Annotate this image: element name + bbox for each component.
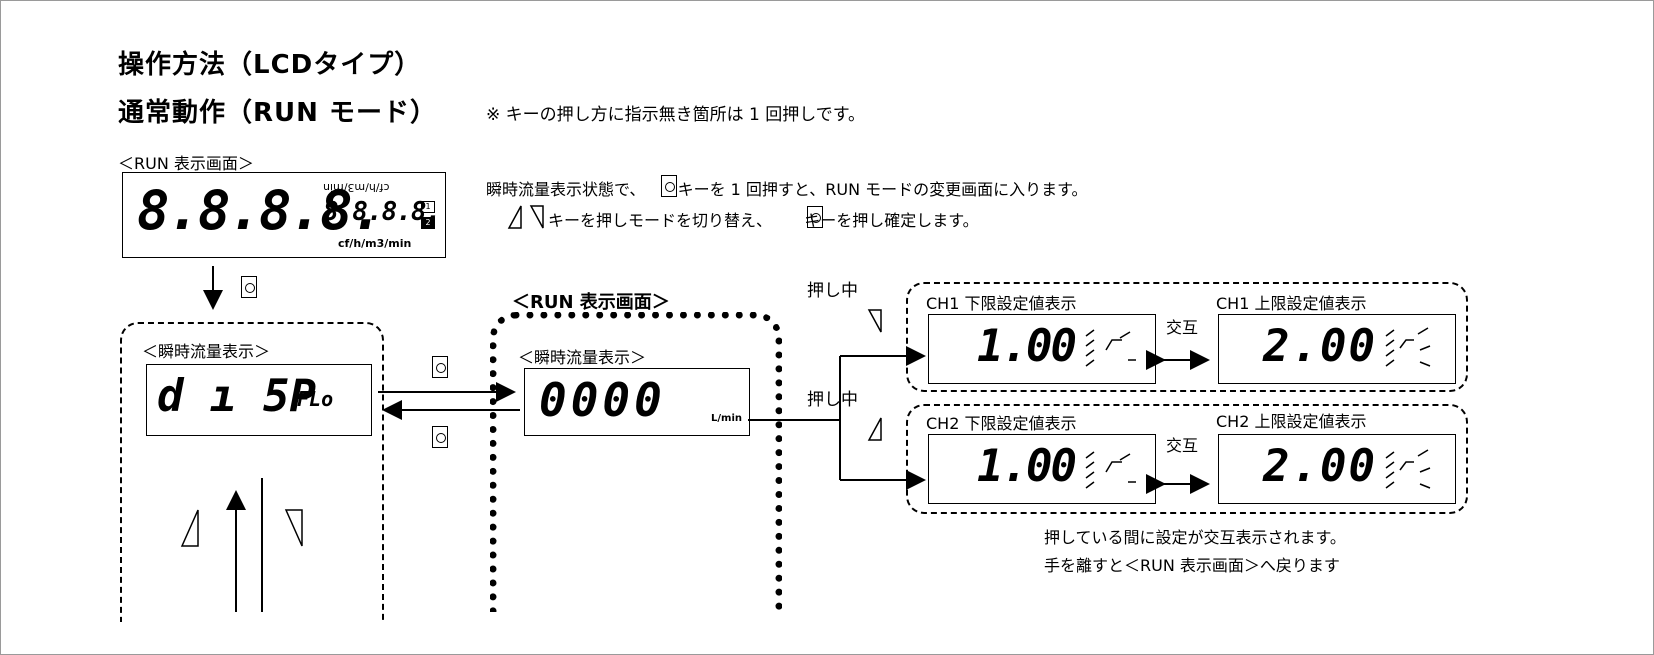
up-key-icon bbox=[867, 417, 882, 441]
run-screen-label-bold: ＜RUN 表示画面＞ bbox=[512, 292, 670, 313]
ch2-lower-value: 1.00 bbox=[977, 441, 1077, 492]
ch1-upper-title: CH1 上限設定値表示 bbox=[1216, 294, 1367, 313]
instruction-line1: 瞬時流量表示状態で、 キーを 1 回押すと、RUN モードの変更画面に入ります。 bbox=[486, 176, 1088, 200]
ch1-upper-value: 2.00 bbox=[1263, 321, 1377, 372]
instruction-line2: キーを押しモードを切り替え、 キーを押し確定します。 bbox=[548, 207, 979, 231]
disp-lcd: d ı 5P FLo bbox=[146, 364, 372, 436]
ch1-lower-title: CH1 下限設定値表示 bbox=[926, 294, 1077, 313]
ch1-upper-lcd: 2.00 bbox=[1218, 314, 1456, 384]
ch2-lower-title: CH2 下限設定値表示 bbox=[926, 414, 1077, 433]
footer-line2: 手を離すと＜RUN 表示画面＞へ戻ります bbox=[1044, 556, 1340, 575]
ok-key-icon bbox=[241, 276, 257, 298]
disp-main-text: d ı 5P bbox=[157, 371, 316, 422]
ch2-lower-lcd: 1.00 bbox=[928, 434, 1156, 504]
press-hold-label-2: 押し中 bbox=[807, 390, 858, 410]
ch2-frame bbox=[906, 404, 1468, 514]
ch1-frame bbox=[906, 282, 1468, 392]
press-hold-label-1: 押し中 bbox=[807, 281, 858, 301]
ok-key-icon bbox=[432, 356, 448, 378]
ch2-upper-title: CH2 上限設定値表示 bbox=[1216, 412, 1367, 431]
down-key-icon bbox=[284, 509, 303, 547]
ok-key-icon bbox=[661, 175, 677, 197]
heading-operation: 操作方法（LCDタイプ） bbox=[118, 50, 422, 80]
heading-run-mode: 通常動作（RUN モード） bbox=[118, 98, 437, 128]
note-text: ※ キーの押し方に指示無き箇所は 1 回押しです。 bbox=[486, 105, 866, 125]
down-key-icon bbox=[867, 309, 882, 333]
ch2-alternate-label: 交互 bbox=[1166, 436, 1199, 455]
disp-frame bbox=[120, 322, 384, 622]
flow-value: 0000 bbox=[539, 373, 666, 427]
lcd-sample-display: 8.8.8.8. cf/h/m3/min 8.8.8.8. 1 2 cf/h/m… bbox=[122, 172, 446, 258]
flow-label: ＜瞬時流量表示＞ bbox=[518, 348, 647, 367]
ch1-indicator: 1 bbox=[421, 201, 435, 213]
ch1-lower-value: 1.00 bbox=[977, 321, 1077, 372]
run-screen-label: ＜RUN 表示画面＞ bbox=[118, 154, 254, 173]
instruction-line2b: キーを押し確定します。 bbox=[804, 211, 979, 230]
lcd-sample-unit-bottom: cf/h/m3/min bbox=[338, 237, 412, 250]
ch2-indicator: 2 bbox=[421, 217, 435, 229]
up-key-icon bbox=[507, 205, 522, 229]
lcd-sample-digits: 8.8.8.8. bbox=[137, 179, 383, 242]
ok-key-icon bbox=[432, 426, 448, 448]
disp-sub-text: FLo bbox=[297, 387, 334, 411]
ch-segment-marks bbox=[1085, 327, 1431, 489]
ch1-lower-lcd: 1.00 bbox=[928, 314, 1156, 384]
flow-lcd: 0000 L/min bbox=[524, 368, 750, 436]
instruction-line1b: キーを 1 回押すと、RUN モードの変更画面に入ります。 bbox=[677, 180, 1088, 199]
instruction-line1a: 瞬時流量表示状態で、 bbox=[486, 180, 646, 199]
instruction-line2a: キーを押しモードを切り替え、 bbox=[548, 211, 773, 230]
ch2-upper-lcd: 2.00 bbox=[1218, 434, 1456, 504]
ch2-upper-value: 2.00 bbox=[1263, 441, 1377, 492]
down-key-icon bbox=[529, 205, 544, 229]
up-key-icon bbox=[180, 509, 199, 547]
ch1-alternate-label: 交互 bbox=[1166, 318, 1199, 337]
disp-label: ＜瞬時流量表示＞ bbox=[142, 342, 271, 361]
run-screen-frame bbox=[490, 312, 782, 612]
ok-key-icon bbox=[807, 206, 823, 228]
footer-line1: 押している間に設定が交互表示されます。 bbox=[1044, 528, 1346, 547]
flow-unit: L/min bbox=[711, 413, 742, 424]
